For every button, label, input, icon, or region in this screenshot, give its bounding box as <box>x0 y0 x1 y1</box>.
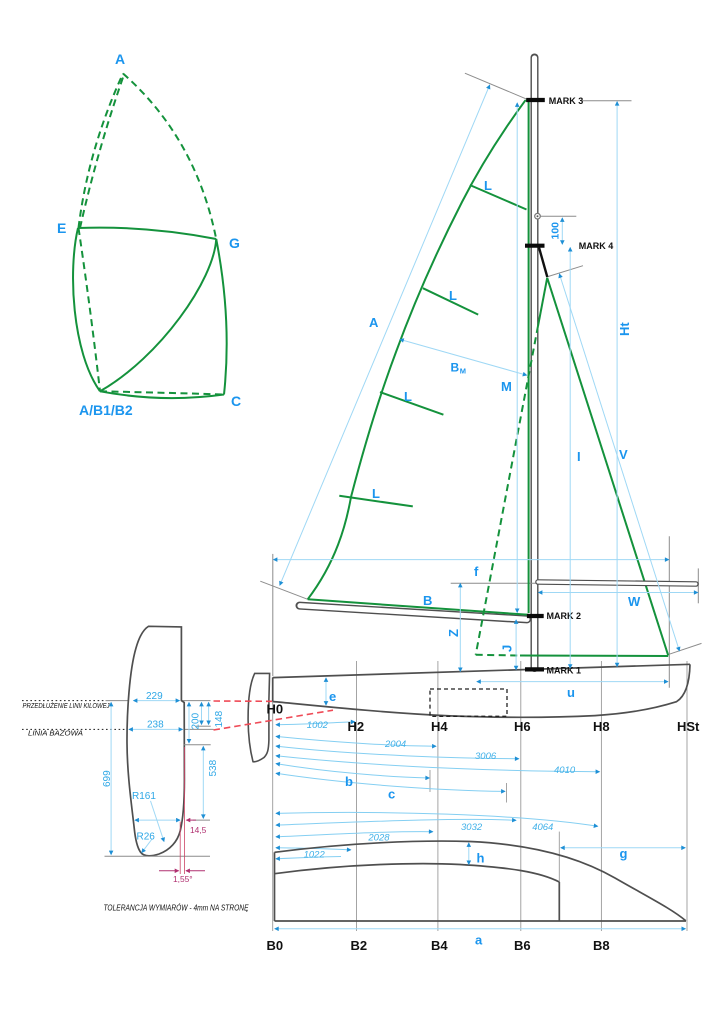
svg-text:g: g <box>620 846 628 861</box>
svg-text:b: b <box>345 774 353 789</box>
svg-text:Z: Z <box>446 629 461 637</box>
svg-text:MARK 1: MARK 1 <box>547 665 582 675</box>
svg-text:L: L <box>449 288 457 303</box>
svg-text:4064: 4064 <box>532 822 553 833</box>
svg-text:1002: 1002 <box>307 720 329 731</box>
svg-text:A: A <box>115 51 125 67</box>
svg-text:229: 229 <box>146 691 163 702</box>
svg-text:M: M <box>501 379 512 394</box>
svg-text:148: 148 <box>214 710 225 727</box>
svg-text:R161: R161 <box>132 791 156 802</box>
svg-text:14,5: 14,5 <box>190 825 207 835</box>
svg-text:G: G <box>229 235 240 251</box>
svg-text:h: h <box>477 851 485 866</box>
svg-text:u: u <box>567 685 575 700</box>
svg-text:2028: 2028 <box>367 833 390 844</box>
svg-text:538: 538 <box>208 759 219 776</box>
svg-text:MARK 4: MARK 4 <box>579 241 614 251</box>
svg-text:200: 200 <box>191 712 202 729</box>
svg-text:L: L <box>372 486 380 501</box>
svg-text:B4: B4 <box>431 938 448 953</box>
svg-text:B6: B6 <box>514 938 531 953</box>
svg-text:C: C <box>231 393 241 409</box>
svg-text:A/B1/B2: A/B1/B2 <box>79 402 133 418</box>
svg-text:MARK 3: MARK 3 <box>549 96 584 106</box>
svg-text:Ht: Ht <box>617 322 632 336</box>
svg-text:B0: B0 <box>267 938 284 953</box>
svg-text:3006: 3006 <box>475 751 497 762</box>
svg-text:H4: H4 <box>431 719 448 734</box>
svg-text:TOLERANCJA WYMIARÓW - 4mm NA S: TOLERANCJA WYMIARÓW - 4mm NA STRONĘ <box>104 904 250 913</box>
svg-text:1022: 1022 <box>304 849 326 860</box>
svg-text:H6: H6 <box>514 719 531 734</box>
svg-text:238: 238 <box>147 720 164 731</box>
svg-text:PRZEDŁUŻENIE LINII KILOWEJ: PRZEDŁUŻENIE LINII KILOWEJ <box>23 701 110 710</box>
svg-text:E: E <box>57 220 66 236</box>
svg-text:W: W <box>628 594 641 609</box>
svg-text:H2: H2 <box>348 719 365 734</box>
svg-text:L: L <box>484 178 492 193</box>
svg-text:HSt: HSt <box>677 719 700 734</box>
svg-text:H0: H0 <box>267 701 284 716</box>
svg-text:2004: 2004 <box>384 739 406 750</box>
svg-text:I: I <box>577 449 581 464</box>
svg-text:1,55°: 1,55° <box>173 874 193 884</box>
svg-text:c: c <box>388 787 395 802</box>
svg-text:J: J <box>500 645 515 652</box>
svg-text:MARK 2: MARK 2 <box>547 611 582 621</box>
svg-text:699: 699 <box>102 770 113 787</box>
svg-text:4010: 4010 <box>554 765 576 776</box>
svg-text:f: f <box>474 564 479 579</box>
svg-text:M: M <box>460 367 466 376</box>
svg-text:B: B <box>451 361 460 375</box>
svg-text:H8: H8 <box>593 719 610 734</box>
svg-text:100: 100 <box>550 222 562 240</box>
svg-text:LINIA BAZOWA: LINIA BAZOWA <box>28 728 83 737</box>
svg-text:R26: R26 <box>137 832 156 843</box>
svg-text:L: L <box>404 389 412 404</box>
svg-text:a: a <box>475 933 483 948</box>
svg-text:3032: 3032 <box>461 822 483 833</box>
svg-text:B2: B2 <box>351 938 368 953</box>
svg-text:B8: B8 <box>593 938 610 953</box>
svg-text:A: A <box>369 315 379 330</box>
svg-text:e: e <box>329 689 336 704</box>
svg-text:V: V <box>619 447 628 462</box>
svg-text:B: B <box>423 593 432 608</box>
